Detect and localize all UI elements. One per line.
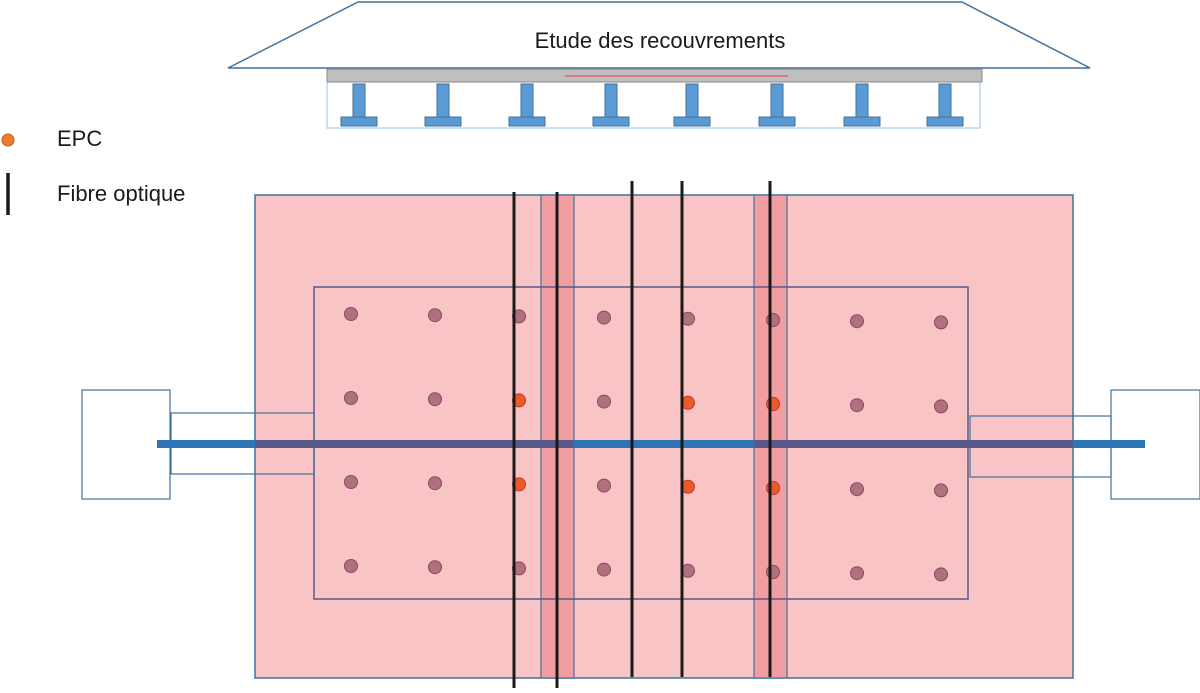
outer-slab <box>254 194 1074 679</box>
epc-sensor <box>597 310 611 325</box>
epc-sensor-active <box>766 397 780 411</box>
epc-sensor <box>344 559 358 573</box>
legend-epc-marker <box>1 133 15 147</box>
epc-sensor <box>934 315 948 330</box>
plan-view <box>81 181 1200 688</box>
support-post <box>508 83 546 127</box>
epc-sensor <box>597 478 611 493</box>
epc-sensor <box>344 475 358 489</box>
support-post <box>592 83 630 127</box>
epc-sensor-grid <box>344 307 948 582</box>
epc-sensor <box>850 482 864 497</box>
epc-sensor <box>766 313 780 327</box>
legend-epc-label: EPC <box>57 126 103 151</box>
epc-sensor <box>428 392 442 407</box>
epc-sensor <box>428 476 442 491</box>
support-post <box>758 83 796 127</box>
epc-sensor <box>344 391 358 405</box>
elevation-supports <box>340 83 964 127</box>
epc-sensor <box>850 398 864 413</box>
title-banner <box>227 1 1091 69</box>
support-post <box>673 83 711 127</box>
anchor-block-left <box>81 389 171 500</box>
support-post <box>926 83 964 127</box>
epc-sensor <box>934 483 948 498</box>
epc-sensor <box>766 565 780 579</box>
diagram-title: Etude des recouvrements <box>534 28 786 53</box>
legend-fiber-label: Fibre optique <box>57 181 186 206</box>
epc-sensor <box>597 394 611 409</box>
elevation-view <box>326 68 983 129</box>
epc-sensor <box>934 567 948 582</box>
epc-sensor <box>850 566 864 581</box>
support-post <box>843 83 881 127</box>
epc-sensor <box>934 399 948 414</box>
epc-sensor-active <box>766 481 780 495</box>
support-post <box>340 83 378 127</box>
epc-sensor <box>428 308 442 323</box>
epc-sensor <box>428 560 442 575</box>
epc-sensor <box>597 562 611 577</box>
support-post <box>424 83 462 127</box>
epc-sensor <box>344 307 358 321</box>
epc-sensor <box>850 314 864 329</box>
